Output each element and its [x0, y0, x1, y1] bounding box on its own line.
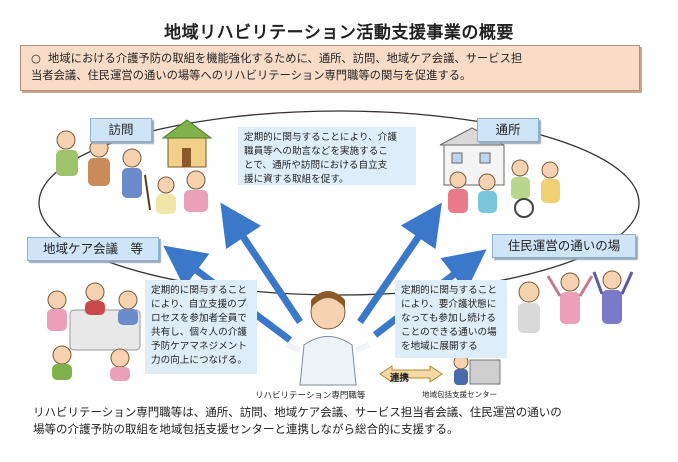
note-right: 定期的に関与すること により、要介護状態に なっても参加し続ける ことのできる通…	[395, 280, 507, 358]
note-left: 定期的に関与すること により、自立支援のプ ロセスを参加者全員で 共有し、個々人…	[145, 280, 257, 374]
footer-line-1: リハビリテーション専門職等は、通所、訪問、地域ケア会議、サービス担当者会議、住民…	[33, 404, 653, 421]
note-left-line: 共有し、個々人の介護	[151, 326, 251, 340]
note-left-line: 予防ケアマネジメント	[151, 340, 251, 354]
note-top-line: 職員等への助言などを実施するこ	[244, 145, 410, 159]
note-top: 定期的に関与することにより、介護 職員等への助言などを実施するこ とで、通所や訪…	[238, 127, 416, 185]
note-top-line: 援に資する取組を促す。	[244, 173, 410, 187]
kayoi-illustration	[518, 271, 632, 333]
therapist-illustration	[287, 291, 369, 385]
label-care-kaigi: 地域ケア会議 等	[27, 237, 159, 261]
note-right-line: なっても参加し続ける	[401, 312, 501, 326]
label-houmon: 訪問	[90, 118, 152, 142]
note-left-line: 定期的に関与すること	[151, 284, 251, 298]
footer-line-2: 場等の介護予防の取組を地域包括支援センターと連携しながら総合的に支援する。	[33, 421, 653, 438]
note-right-line: により、要介護状態に	[401, 298, 501, 312]
note-right-line: 定期的に関与すること	[401, 284, 501, 298]
note-right-line: ことのできる通いの場	[401, 326, 501, 340]
note-top-line: とで、通所や訪問における自立支	[244, 159, 410, 173]
label-tsusho: 通所	[477, 118, 539, 142]
note-left-line: 力の向上につなげる。	[151, 354, 251, 368]
note-left-line: により、自立支援のプ	[151, 298, 251, 312]
renkei-label: 連携	[390, 370, 409, 384]
center-staff-illustration	[454, 355, 500, 385]
footer-text: リハビリテーション専門職等は、通所、訪問、地域ケア会議、サービス担当者会議、住民…	[33, 404, 653, 438]
note-top-line: 定期的に関与することにより、介護	[244, 131, 410, 145]
label-kayoi: 住民運営の通いの場	[492, 234, 636, 258]
therapist-label: リハビリテーション専門職等	[255, 389, 365, 401]
note-right-line: を地域に展開する	[401, 340, 501, 354]
center-label: 地域包括支援センター	[422, 389, 497, 400]
meeting-illustration	[47, 283, 140, 381]
note-left-line: ロセスを参加者全員で	[151, 312, 251, 326]
